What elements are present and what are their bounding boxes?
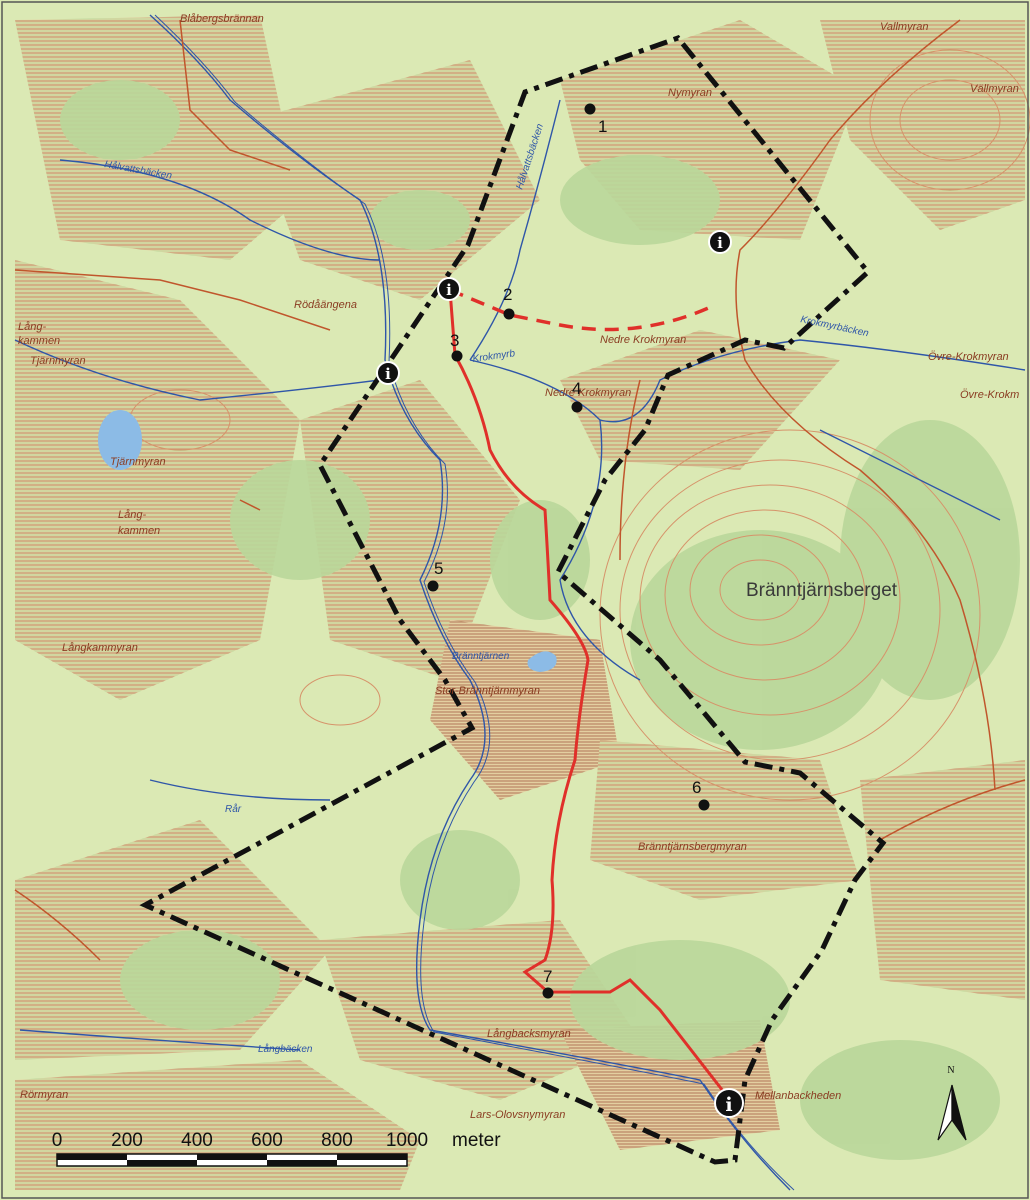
place-name: Lars-Olovsnymyran [470, 1109, 565, 1121]
place-name: Övre-Krokmyran [928, 351, 1009, 363]
stop-marker[interactable]: 7 [542, 967, 554, 999]
stops: 1 2 3 4 5 6 7 [427, 103, 710, 999]
north-label: N [947, 1065, 954, 1076]
stop-marker[interactable]: 5 [427, 559, 444, 592]
stop-number: 5 [434, 559, 443, 578]
roads [14, 19, 1026, 961]
place-name: Vällmyran [970, 83, 1019, 95]
stop-number: 2 [503, 285, 512, 304]
place-name: Tjärnmyran [30, 355, 86, 367]
svg-text:i: i [385, 365, 391, 383]
place-name: Nedre Krokmyran [600, 334, 686, 346]
info-icon[interactable]: i [376, 361, 400, 385]
north-arrow: N [937, 1065, 967, 1141]
lakes [98, 410, 557, 672]
stop-number: 4 [572, 379, 581, 398]
place-name: Nymyran [668, 87, 712, 99]
scale-tick-label: 0 [52, 1130, 63, 1151]
dashed-trail [449, 288, 716, 332]
place-name: kammen [118, 525, 160, 537]
place-name: Stor-Bränntjärnmyran [435, 685, 540, 697]
place-name: Mellanbackheden [755, 1090, 841, 1102]
place-names: Blåbergsbrännan Vallmyran Vällmyran Nymy… [18, 13, 1019, 1121]
info-icon[interactable]: i [437, 277, 461, 301]
place-name: Bränntjärnsbergmyran [638, 841, 747, 853]
water-name: Bränntjärnen [452, 651, 510, 662]
svg-text:i: i [446, 281, 452, 299]
scale-tick-label: 400 [181, 1130, 213, 1151]
place-name: Övre-Krokm [960, 389, 1019, 401]
scale-tick-label: 800 [321, 1130, 353, 1151]
place-name: Rödåängena [294, 299, 357, 311]
scale-bar: 0 200 400 600 800 1000 meter [52, 1130, 501, 1167]
stop-marker[interactable]: 6 [692, 778, 710, 811]
forest-areas [60, 80, 1020, 1160]
info-icon[interactable]: i [708, 230, 732, 254]
main-trail [448, 289, 732, 1101]
stop-marker[interactable]: 3 [450, 331, 463, 362]
place-name: Lång- [118, 509, 146, 521]
place-name: Tjärnmyran [110, 456, 166, 468]
place-name: Långkammyran [62, 642, 138, 654]
place-name: Nedre Krokmyran [545, 387, 631, 399]
contour-lines [129, 49, 1030, 801]
place-name: Vallmyran [880, 21, 929, 33]
stop-number: 7 [543, 967, 552, 986]
svg-text:i: i [717, 234, 723, 252]
stop-marker[interactable]: 1 [584, 103, 608, 137]
water-name: Långbäcken [258, 1043, 313, 1055]
place-name: Rörmyran [20, 1089, 68, 1101]
streams [14, 14, 1026, 1191]
mountain-label: Bränntjärnsberget [746, 580, 898, 601]
stop-number: 6 [692, 778, 701, 797]
wetland-areas [15, 15, 1025, 1190]
place-name: Långbacksmyran [487, 1028, 571, 1040]
scale-tick-label: 1000 [386, 1130, 428, 1151]
place-name: Lång- [18, 321, 46, 333]
water-name: Rår [225, 803, 242, 815]
stop-marker[interactable]: 2 [503, 285, 515, 320]
reserve-boundary [139, 35, 887, 1165]
info-points: i i i i [376, 230, 744, 1118]
place-name: Blåbergsbrännan [180, 13, 264, 25]
stop-number: 3 [450, 331, 459, 350]
stop-number: 1 [598, 117, 607, 136]
info-icon[interactable]: i [714, 1088, 744, 1118]
stop-marker[interactable]: 4 [571, 379, 583, 413]
scale-tick-label: 200 [111, 1130, 143, 1151]
scale-tick-label: 600 [251, 1130, 283, 1151]
place-name: kammen [18, 335, 60, 347]
scale-unit: meter [452, 1130, 501, 1151]
svg-text:i: i [725, 1094, 732, 1116]
